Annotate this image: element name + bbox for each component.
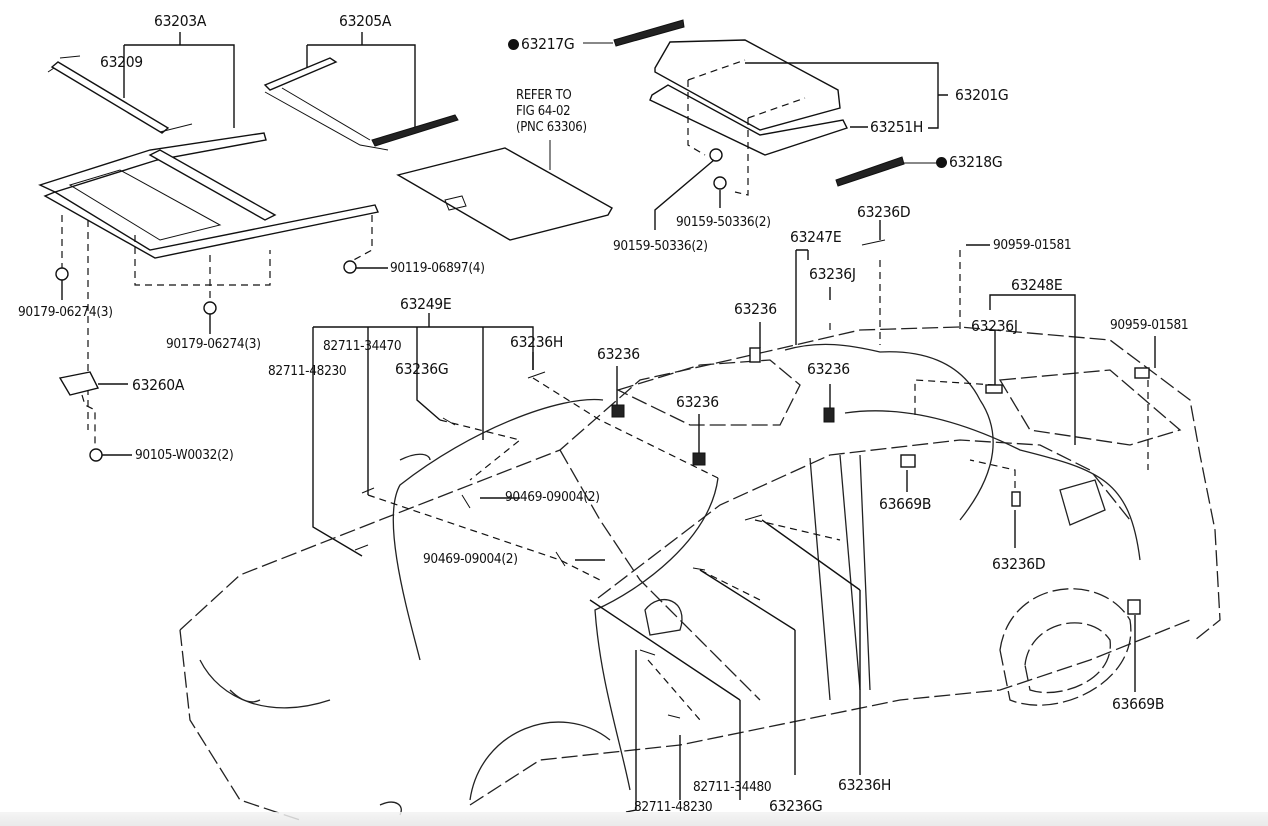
sunroof-frame-part <box>38 132 379 430</box>
label-63205A: 63205A <box>339 12 392 30</box>
bottom-overlay-strip <box>0 812 1268 826</box>
sunshade-panel-part <box>396 140 613 241</box>
label-63236D-top: 63236D <box>857 203 911 221</box>
leader-lines <box>480 220 1156 813</box>
label-63669B-b: 63669B <box>1112 695 1165 713</box>
label-63201G: 63201G <box>955 86 1009 104</box>
label-82711-48230-bottom: 82711-48230 <box>634 799 713 815</box>
drain-hoses <box>392 343 1141 791</box>
car-body-outline <box>179 326 1221 821</box>
fasteners-left <box>55 260 388 462</box>
sunshade-part <box>47 55 193 134</box>
label-63236J-b: 63236J <box>971 317 1018 335</box>
attachment-dashes <box>367 250 1149 721</box>
label-90179-06274-a: 90179-06274(3) <box>18 304 113 320</box>
label-82711-34480: 82711-34480 <box>693 779 772 795</box>
label-63217G: 63217G <box>508 36 575 53</box>
label-90469-09004-b: 90469-09004(2) <box>423 551 518 567</box>
label-63209: 63209 <box>100 53 143 71</box>
label-90179-06274-b: 90179-06274(3) <box>166 336 261 352</box>
label-63248E: 63248E <box>1011 276 1063 294</box>
label-82711-48230-top: 82711-48230 <box>268 363 347 379</box>
label-82711-34470: 82711-34470 <box>323 338 402 354</box>
label-63236G-bottom: 63236G <box>769 797 823 815</box>
label-90119-06897: 90119-06897(4) <box>390 260 485 276</box>
label-63236-b: 63236 <box>597 345 640 363</box>
label-63260A: 63260A <box>132 376 185 394</box>
label-90159-50336-a: 90159-50336(2) <box>676 214 771 230</box>
label-63247E: 63247E <box>790 228 842 246</box>
label-63236H-top: 63236H <box>510 333 564 351</box>
refer-to-note: REFER TO FIG 64-02 (PNC 63306) <box>516 88 587 135</box>
leader-63249E <box>312 313 534 557</box>
label-90469-09004-a: 90469-09004(2) <box>505 489 600 505</box>
label-63236G-top: 63236G <box>395 360 449 378</box>
label-63203A: 63203A <box>154 12 207 30</box>
label-63236-d: 63236 <box>676 393 719 411</box>
clips-on-car <box>354 239 1150 719</box>
label-63236J-a: 63236J <box>809 265 856 283</box>
label-90105-W0032: 90105-W0032(2) <box>135 447 234 463</box>
label-63236-c: 63236 <box>807 360 850 378</box>
label-63218G: 63218G <box>936 154 1003 171</box>
label-63236H-bottom: 63236H <box>838 776 892 794</box>
label-90159-50336-b: 90159-50336(2) <box>613 238 708 254</box>
label-63236-a: 63236 <box>734 300 777 318</box>
label-63669B-a: 63669B <box>879 495 932 513</box>
weatherstrip-63218G <box>835 156 936 187</box>
label-90959-01581-a: 90959-01581 <box>993 237 1072 253</box>
label-63236D-bottom: 63236D <box>992 555 1046 573</box>
label-63249E: 63249E <box>400 295 452 313</box>
weatherstrip-63217G <box>583 19 685 47</box>
glass-panel-part <box>649 39 948 230</box>
leader-63203A <box>123 32 235 128</box>
leader-63205A <box>263 32 459 151</box>
label-63251H: 63251H <box>870 118 924 136</box>
label-90959-01581-b: 90959-01581 <box>1110 317 1189 333</box>
